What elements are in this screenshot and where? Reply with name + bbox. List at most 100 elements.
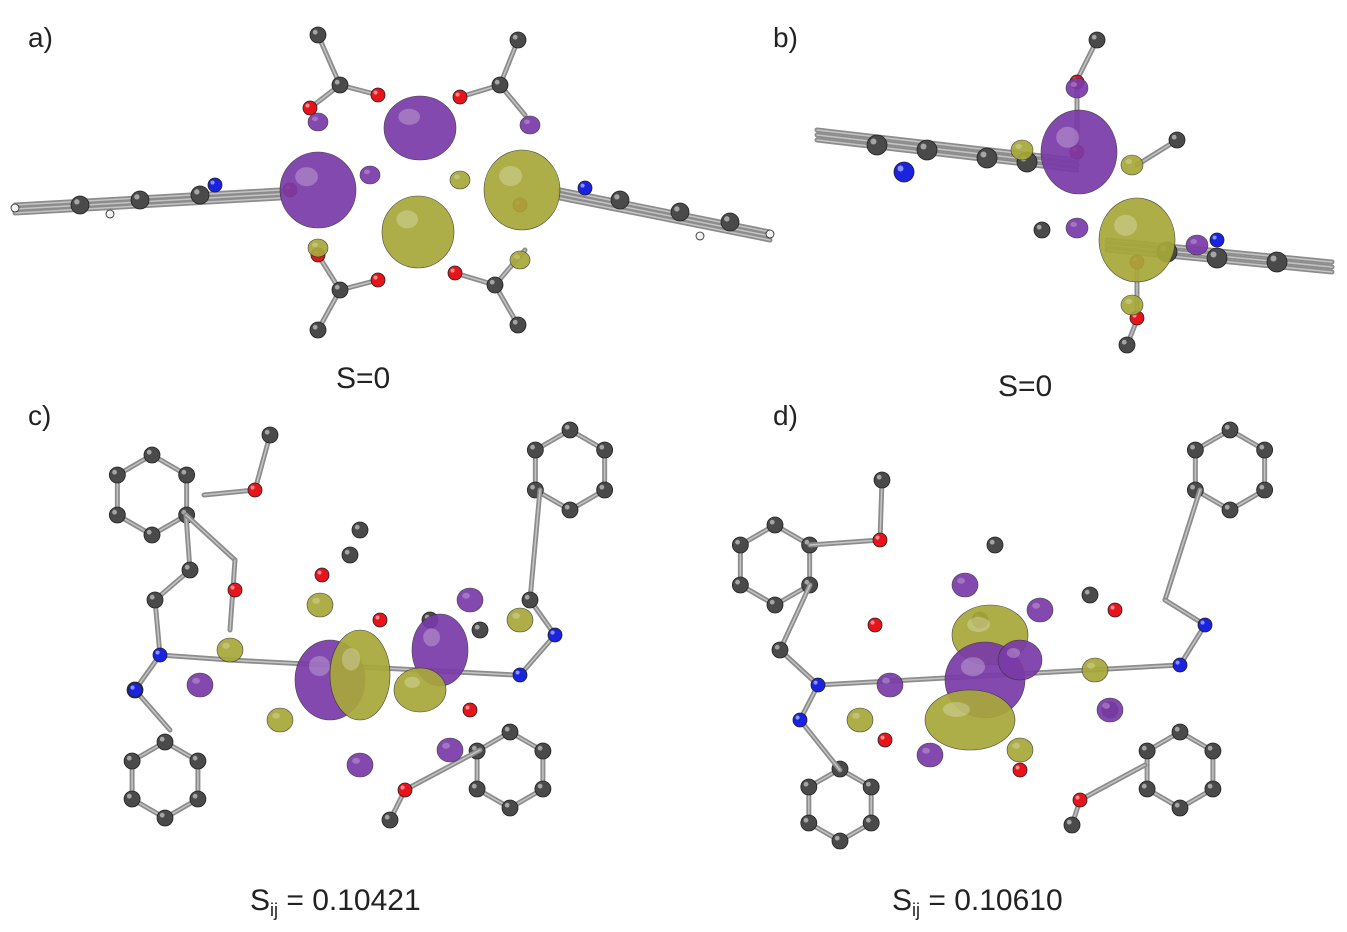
carbon-atom-shine (674, 206, 680, 212)
carbon-atom (1171, 723, 1189, 741)
bond-highlight (203, 489, 256, 496)
spin-density-lobe-small-shine (1087, 662, 1095, 669)
carbon-atom-shine (264, 429, 270, 435)
spin-density-lobe-small (456, 587, 484, 613)
carbon-atom-shine (564, 424, 570, 430)
carbon-atom (181, 561, 199, 579)
spin-density-lobe-small-shine (957, 577, 965, 584)
spin-density-lobe-shine (396, 210, 419, 229)
bond-highlight (185, 514, 236, 561)
carbon-atom (331, 281, 349, 299)
oxygen-atom (227, 582, 243, 598)
spin-density-lobe-small-shine (1012, 742, 1020, 749)
carbon-atom (189, 790, 207, 808)
carbon-atom-shine (146, 449, 152, 455)
nitrogen-atom (792, 712, 808, 728)
carbon-atom-shine (774, 644, 780, 650)
panel-c-caption-subscript: ij (270, 900, 279, 920)
spin-density-lobe-small (509, 250, 531, 270)
bond-highlight (779, 584, 811, 651)
spin-density-lobe-small-shine (352, 757, 360, 764)
spin-density-lobe-small-shine (192, 677, 201, 684)
carbon-atom-shine (494, 79, 500, 85)
panel-a-label: a) (28, 22, 53, 53)
carbon-atom-shine (1084, 589, 1090, 595)
carbon-atom-shine (192, 755, 198, 761)
bond-highlight (879, 479, 883, 541)
bond-highlight (317, 34, 341, 86)
carbon-atom (1266, 251, 1288, 273)
carbon-atom-shine (735, 539, 740, 545)
oxygen-atom-shine (230, 585, 235, 590)
carbon-atom-shine (312, 324, 318, 330)
spin-density-lobe-small-shine (462, 592, 470, 599)
carbon-atom (561, 421, 579, 439)
bond-highlight (1164, 599, 1206, 626)
oxygen-atom-shine (317, 570, 322, 575)
nitrogen-atom-shine (813, 680, 818, 685)
nitrogen-atom (127, 682, 143, 698)
spin-density-lobe-shine (398, 108, 421, 125)
carbon-atom-shine (1190, 444, 1195, 450)
panel-c-caption-symbol: S (250, 884, 271, 917)
panel-a-caption: S=0 (336, 362, 391, 395)
carbon-atom (261, 426, 279, 444)
panel-d-label: d) (773, 400, 798, 431)
carbon-atom (130, 190, 150, 210)
spin-density-lobe-small-shine (312, 242, 318, 248)
carbon-atom-shine (149, 594, 155, 600)
spin-density-lobe-small-shine (364, 169, 370, 175)
carbon-atom (1204, 780, 1222, 798)
carbon-atom (1063, 816, 1081, 834)
carbon-atom (766, 596, 784, 614)
carbon-atom-shine (1259, 444, 1265, 450)
spin-density-lobe-shine (404, 676, 421, 688)
carbon-atom (873, 471, 891, 489)
spin-density-lobe (924, 689, 1016, 751)
spin-density-lobe-small-shine (1102, 702, 1110, 709)
carbon-atom-shine (1174, 802, 1180, 808)
carbon-atom-shine (724, 216, 730, 222)
spin-density-lobe-small (876, 672, 904, 698)
oxygen-atom (462, 702, 478, 718)
carbon-atom (501, 723, 519, 741)
bond-highlight (809, 539, 881, 546)
hydrogen-atom-shine (107, 211, 110, 214)
carbon-atom (123, 790, 141, 808)
carbon-atom-shine (614, 194, 620, 200)
carbon-atom (491, 76, 509, 94)
oxygen-atom-shine (1110, 605, 1115, 610)
hydrogen-atom (105, 209, 115, 219)
spin-density-lobe-small-shine (312, 116, 318, 122)
spin-density-lobe-shine (423, 628, 440, 647)
carbon-atom (976, 147, 998, 169)
carbon-atom (800, 778, 818, 796)
carbon-atom-shine (599, 484, 605, 490)
carbon-atom (509, 31, 527, 49)
nitrogen-atom (547, 627, 563, 643)
carbon-atom-shine (1036, 224, 1042, 230)
spin-density-lobe-small-shine (1032, 602, 1040, 609)
nitrogen-atom-shine (1212, 235, 1217, 240)
hydrogen-atom-shine (12, 205, 15, 208)
spin-density-lobe-small-shine (442, 742, 450, 749)
carbon-atom-shine (1091, 34, 1097, 40)
oxygen-atom-shine (373, 90, 378, 95)
bond-highlight (254, 434, 271, 491)
spin-density-lobe-small (1006, 737, 1034, 763)
carbon-atom (534, 780, 552, 798)
carbon-atom (1256, 481, 1274, 499)
carbon-atom-shine (384, 814, 390, 820)
spin-density-lobe-shine (499, 166, 522, 186)
carbon-atom-shine (524, 594, 530, 600)
carbon-atom-shine (194, 189, 200, 195)
carbon-atom (1171, 799, 1189, 817)
bond-highlight (816, 134, 1078, 166)
bond-highlight (559, 193, 771, 237)
oxygen-atom-shine (875, 535, 880, 540)
carbon-atom (862, 778, 880, 796)
spin-density-lobe-small-shine (1070, 82, 1077, 87)
carbon-atom-shine (803, 817, 809, 823)
carbon-atom (1206, 247, 1228, 269)
carbon-atom-shine (537, 783, 543, 789)
